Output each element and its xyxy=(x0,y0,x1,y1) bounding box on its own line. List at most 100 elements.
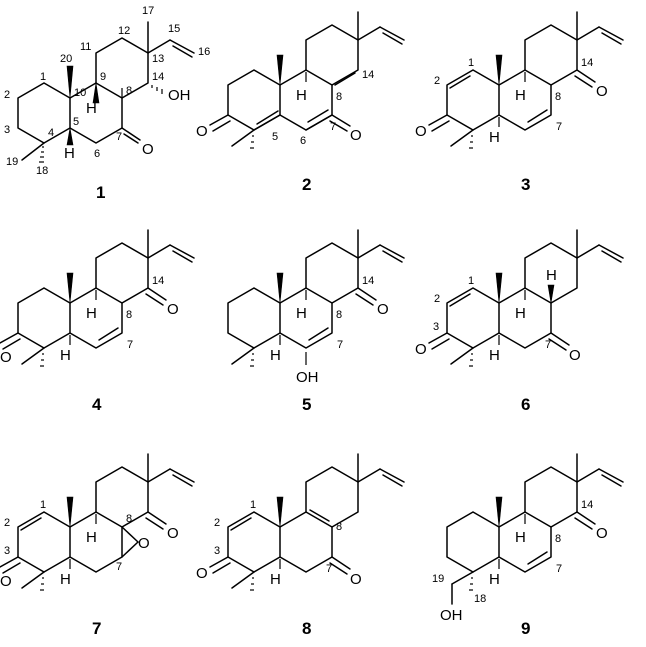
compound-4-atom-o3: O xyxy=(0,349,12,366)
compound-2-atom-numbers: 5 6 7 8 14 xyxy=(272,69,374,147)
compound-5-bonds xyxy=(227,229,405,367)
compound-4-structure: H H O O 7 8 14 4 xyxy=(0,229,195,414)
compound-1-num-15: 15 xyxy=(168,23,180,35)
compound-2-num-6: 6 xyxy=(300,135,306,147)
compound-7-structure: H H O O O 1 2 3 7 8 7 xyxy=(0,453,195,638)
compound-1-atom-numbers: 1 2 3 4 5 6 7 8 9 10 11 12 13 14 15 16 1… xyxy=(4,5,210,177)
compound-3-atom-labels: H H O O xyxy=(415,83,608,146)
compound-6-num-1: 1 xyxy=(468,275,474,287)
compound-4-atom-numbers: 7 8 14 xyxy=(126,275,164,351)
compound-7-num-2: 2 xyxy=(4,517,10,529)
compound-7-label: 7 xyxy=(92,619,101,638)
compound-4-bonds xyxy=(0,229,195,367)
compound-8-atom-o3: O xyxy=(196,565,208,582)
compound-3-atom-h5: H xyxy=(489,129,500,146)
compound-1-atom-labels: H H O OH xyxy=(64,87,191,162)
compound-7-num-1: 1 xyxy=(40,499,46,511)
compound-5-atom-oh6: OH xyxy=(296,369,319,386)
compound-6-num-7: 7 xyxy=(545,339,551,351)
compound-3-label: 3 xyxy=(521,175,530,194)
compound-5-atom-numbers: 7 8 14 xyxy=(336,275,374,351)
compound-1-num-18: 18 xyxy=(36,165,48,177)
compound-4-atom-h5: H xyxy=(60,347,71,364)
compound-1-atom-oh14: OH xyxy=(168,87,191,104)
compound-9-atom-numbers: 7 8 14 18 19 xyxy=(432,499,593,605)
compound-6-structure: H H H O O 1 2 3 7 6 xyxy=(415,229,624,414)
compound-7-num-3: 3 xyxy=(4,545,10,557)
compound-9-atom-h9: H xyxy=(515,529,526,546)
compound-8-atom-o7: O xyxy=(350,571,362,588)
compound-3-atom-numbers: 1 2 7 8 14 xyxy=(434,57,593,133)
compound-4-atom-o14: O xyxy=(167,301,179,318)
compound-9-num-18: 18 xyxy=(474,593,486,605)
compound-1-num-10: 10 xyxy=(74,87,86,99)
compound-1-atom-h9: H xyxy=(86,100,97,117)
compound-8-atom-numbers: 1 2 3 7 8 xyxy=(214,499,342,575)
compound-3-num-7: 7 xyxy=(556,121,562,133)
compound-9-label: 9 xyxy=(521,619,530,638)
compound-2-structure: H O O 5 6 7 8 14 2 xyxy=(196,11,405,194)
compound-8-num-3: 3 xyxy=(214,545,220,557)
compound-6-atom-o7: O xyxy=(569,347,581,364)
compound-1-atom-o7: O xyxy=(142,141,154,158)
compound-3-bonds xyxy=(428,11,624,149)
compound-5-atom-o14: O xyxy=(377,301,389,318)
compound-7-num-8: 8 xyxy=(126,513,132,525)
compound-4-label: 4 xyxy=(92,395,102,414)
compound-9-num-14: 14 xyxy=(581,499,593,511)
compound-6-atom-h8: H xyxy=(546,267,557,284)
compound-5-label: 5 xyxy=(302,395,311,414)
compound-5-atom-h9: H xyxy=(296,305,307,322)
compound-9-num-19: 19 xyxy=(432,573,444,585)
compound-3-atom-h9: H xyxy=(515,87,526,104)
compound-9-num-8: 8 xyxy=(555,533,561,545)
compound-9-structure: H H OH O 7 8 14 18 19 9 xyxy=(432,453,624,638)
compound-7-atom-h5: H xyxy=(60,571,71,588)
compound-1-structure: H H O OH 1 2 3 4 5 6 7 8 9 10 11 12 13 1… xyxy=(4,5,210,202)
compound-1-num-7: 7 xyxy=(116,131,122,143)
compound-9-atom-o14: O xyxy=(596,525,608,542)
compound-6-bonds xyxy=(428,229,624,367)
compound-7-atom-o3: O xyxy=(0,573,12,590)
compound-1-num-3: 3 xyxy=(4,124,10,136)
compound-5-atom-labels: H H OH O xyxy=(270,301,389,386)
compound-1-num-13: 13 xyxy=(152,53,164,65)
compound-1-num-4: 4 xyxy=(48,127,54,139)
compound-2-atom-labels: H O O xyxy=(196,87,362,144)
compound-4-atom-labels: H H O O xyxy=(0,301,179,366)
compound-6-atom-o3: O xyxy=(415,341,427,358)
compound-1-num-1: 1 xyxy=(40,71,46,83)
compound-6-atom-h9: H xyxy=(515,305,526,322)
compound-6-atom-numbers: 1 2 3 7 xyxy=(433,275,551,351)
compound-3-num-14: 14 xyxy=(581,57,593,69)
compound-8-num-2: 2 xyxy=(214,517,220,529)
compound-2-num-7: 7 xyxy=(330,121,336,133)
compound-9-num-7: 7 xyxy=(556,563,562,575)
compound-9-bonds xyxy=(446,453,624,605)
compound-6-atom-h5: H xyxy=(489,347,500,364)
compound-5-atom-h5: H xyxy=(270,347,281,364)
compound-8-num-1: 1 xyxy=(250,499,256,511)
compound-7-atom-o-epoxide: O xyxy=(138,535,150,552)
compound-3-num-8: 8 xyxy=(555,91,561,103)
compound-9-atom-h5: H xyxy=(489,571,500,588)
compound-1-num-5: 5 xyxy=(73,116,79,128)
compound-8-atom-labels: H O O xyxy=(196,565,362,588)
compound-3-num-2: 2 xyxy=(434,75,440,87)
compound-2-atom-h9: H xyxy=(296,87,307,104)
compound-8-label: 8 xyxy=(302,619,311,638)
compound-1-num-8: 8 xyxy=(126,85,132,97)
compound-7-num-7: 7 xyxy=(116,561,122,573)
compound-3-num-1: 1 xyxy=(468,57,474,69)
compound-5-num-7: 7 xyxy=(337,339,343,351)
compound-5-num-8: 8 xyxy=(336,309,342,321)
compound-7-atom-o14: O xyxy=(167,525,179,542)
compound-1-num-17: 17 xyxy=(142,5,154,17)
compound-1-num-16: 16 xyxy=(198,46,210,58)
compound-8-num-7: 7 xyxy=(326,563,332,575)
compound-6-num-2: 2 xyxy=(434,293,440,305)
compound-9-atom-labels: H H OH O xyxy=(440,525,608,624)
compound-8-structure: H O O 1 2 3 7 8 8 xyxy=(196,453,405,638)
compound-1-num-19: 19 xyxy=(6,156,18,168)
